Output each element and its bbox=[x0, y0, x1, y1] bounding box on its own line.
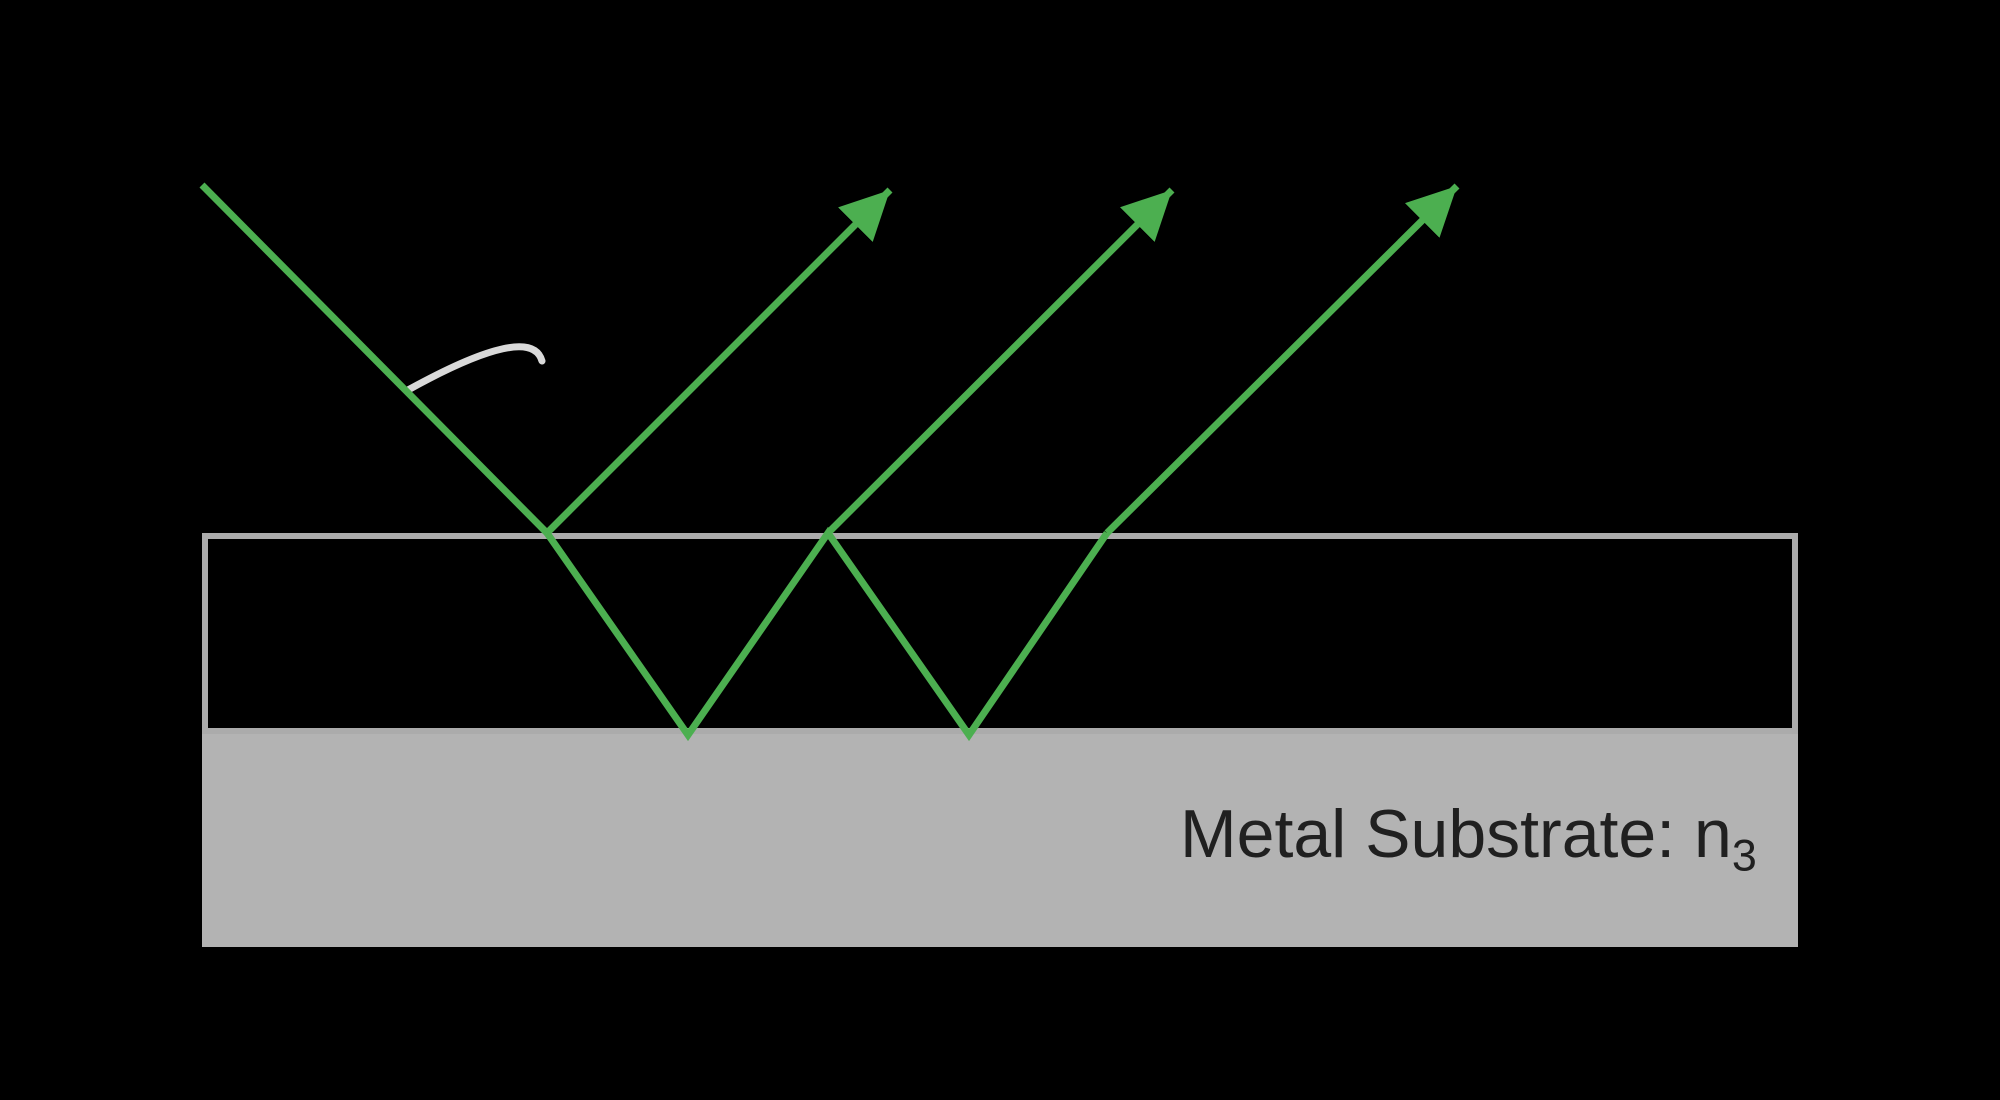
metal-substrate-label-text: Metal Substrate: n bbox=[1180, 796, 1732, 872]
light-rays bbox=[199, 182, 1460, 536]
metal-substrate-label-subscript: 3 bbox=[1731, 829, 1757, 881]
metal-substrate-label: Metal Substrate: n3 bbox=[1180, 800, 1757, 878]
incident-ray bbox=[199, 182, 550, 536]
transmitted-ray-3 bbox=[1104, 183, 1460, 536]
reflected-ray-1 bbox=[544, 187, 893, 536]
transmitted-ray-2 bbox=[825, 187, 1175, 536]
angle-of-incidence-arc bbox=[404, 343, 546, 394]
metal-substrate-region bbox=[202, 734, 1798, 947]
thin-film-region bbox=[202, 533, 1798, 734]
